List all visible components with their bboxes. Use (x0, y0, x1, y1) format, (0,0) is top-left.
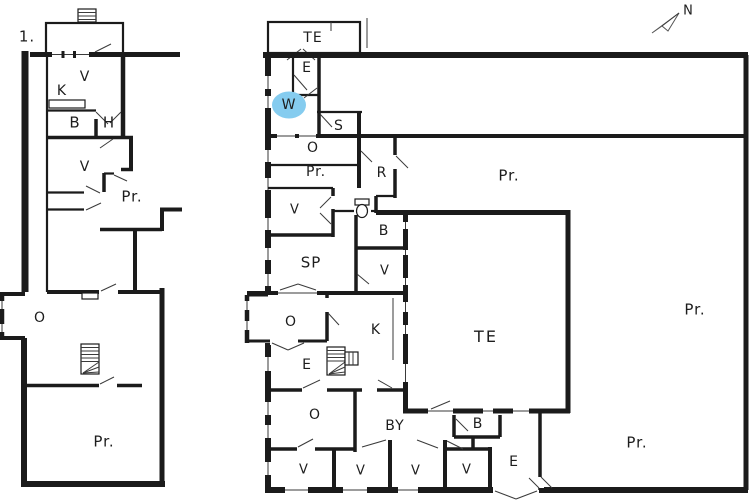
room-label-v: V (79, 69, 91, 85)
room-label-pr: Pr. (121, 187, 143, 206)
door-opening (402, 222, 409, 382)
room-label-w-highlighted: W (281, 97, 297, 113)
room-label-pr: Pr. (626, 433, 648, 452)
room-label-v: V (356, 463, 366, 479)
entry-door (493, 486, 539, 500)
plan-number: 1. (18, 27, 36, 46)
room-label-b: B (378, 223, 390, 239)
room-label-te-main: TE (474, 327, 498, 346)
room-label-v: V (462, 462, 472, 478)
room-label-pr: Pr. (498, 166, 520, 185)
room-label-pr: Pr. (93, 432, 115, 451)
room-label-r: R (376, 165, 388, 181)
room-label-h: H (102, 113, 116, 132)
plan-2 (243, 18, 749, 500)
window (264, 76, 272, 286)
room-label-k: K (56, 83, 68, 99)
room-label-v: V (79, 159, 91, 175)
room-label-sp: SP (300, 253, 322, 272)
room-label-o: O (306, 140, 320, 156)
room-label-s: S (334, 118, 344, 134)
north-label: N (683, 3, 693, 19)
window (285, 486, 418, 494)
plan-1 (0, 8, 182, 487)
room-label-e: E (509, 454, 519, 470)
room-label-v: V (299, 462, 309, 478)
toilet-icon (354, 198, 370, 219)
window (0, 301, 5, 332)
chimney-icon (77, 8, 97, 23)
room-label-o: O (284, 314, 298, 330)
stairs-icon (80, 343, 100, 375)
room-label-e: E (302, 60, 312, 76)
room-label-pr: Pr. (305, 164, 327, 180)
room-label-k: K (370, 322, 382, 338)
room-label-te: TE (303, 30, 323, 46)
north-arrow-icon (651, 12, 680, 34)
room-label-b: B (472, 416, 484, 432)
room-label-o: O (308, 407, 322, 423)
window (52, 50, 89, 59)
room-label-pr: Pr. (684, 300, 706, 319)
room-label-v: V (380, 263, 390, 279)
room-label-o: O (33, 310, 47, 326)
window (264, 357, 272, 475)
highlight-ellipse (272, 91, 306, 119)
room-label-e: E (302, 357, 312, 373)
window (243, 301, 251, 330)
room-label-v: V (411, 463, 421, 479)
room-label-by: BY (385, 418, 405, 434)
room-label-b: B (69, 113, 81, 132)
kitchen-counter (48, 99, 86, 109)
double-door (278, 283, 317, 297)
room-label-v: V (290, 202, 300, 218)
stairs-icon (326, 346, 359, 376)
